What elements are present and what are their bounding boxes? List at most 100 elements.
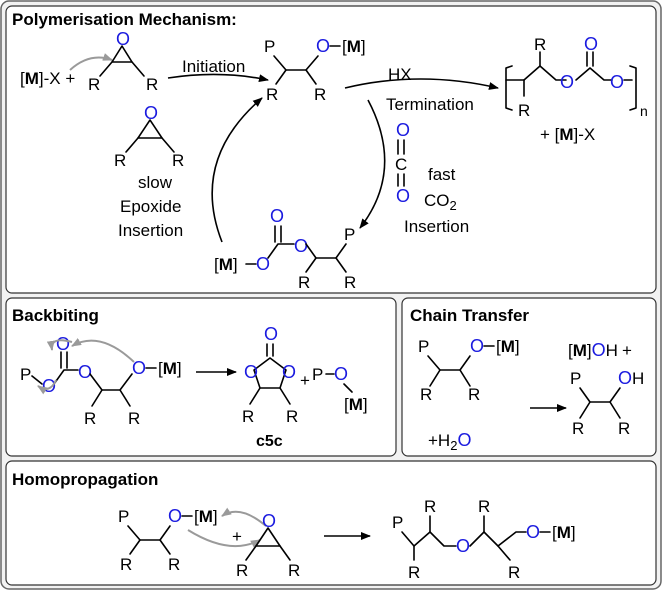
svg-text:R: R xyxy=(84,409,96,428)
homo-ring-arrow xyxy=(221,507,267,527)
svg-text:P: P xyxy=(344,225,355,244)
initiation-arrow xyxy=(167,73,269,83)
svg-text:R: R xyxy=(534,35,546,54)
svg-text:[M]-X +: [M]-X + xyxy=(20,69,75,88)
title-chain-transfer: Chain Transfer xyxy=(410,306,529,325)
label-termination: Termination xyxy=(386,95,474,114)
svg-text:P: P xyxy=(264,37,275,56)
title-mechanism: Polymerisation Mechanism: xyxy=(12,10,237,29)
svg-text:O: O xyxy=(584,34,598,54)
svg-text:O: O xyxy=(270,206,284,226)
svg-text:R: R xyxy=(236,561,248,580)
svg-text:O: O xyxy=(282,362,296,382)
leaving-arrow xyxy=(37,379,57,395)
svg-text:R: R xyxy=(314,85,326,104)
epoxide-3: O R R xyxy=(236,511,300,580)
svg-text:[M]: [M] xyxy=(214,255,238,274)
label-initiation: Initiation xyxy=(182,57,245,76)
svg-text:O: O xyxy=(264,324,278,344)
termination-arrow xyxy=(344,78,499,90)
svg-text:O: O xyxy=(316,36,330,56)
svg-text:O: O xyxy=(144,103,158,123)
svg-text:H: H xyxy=(632,369,644,388)
backbite-attack-arrow xyxy=(71,338,135,363)
svg-text:R: R xyxy=(88,75,100,94)
label-hx: HX xyxy=(388,65,412,84)
svg-text:O: O xyxy=(396,120,410,140)
homo-reactant: P R R O [M] xyxy=(118,506,218,574)
svg-text:O: O xyxy=(456,536,470,556)
polycarbonate: R R O O O n xyxy=(505,34,648,120)
svg-text:O: O xyxy=(78,362,92,382)
epoxide-insertion-arrow xyxy=(211,97,263,243)
panel-chain-transfer xyxy=(401,297,657,457)
epoxide-1: O R R xyxy=(88,29,158,94)
label-slow: slow xyxy=(138,173,173,192)
svg-text:R: R xyxy=(572,419,584,438)
alkoxide-intermediate: P R R O [M] xyxy=(264,36,366,104)
svg-text:R: R xyxy=(286,407,298,426)
svg-text:R: R xyxy=(168,555,180,574)
svg-text:O: O xyxy=(470,336,484,356)
svg-text:O: O xyxy=(256,254,270,274)
svg-text:R: R xyxy=(288,561,300,580)
label-epoxide: Epoxide xyxy=(120,197,181,216)
svg-text:O: O xyxy=(56,334,70,354)
initiator: [M]-X + xyxy=(20,69,75,88)
epoxide-2: O R R xyxy=(114,103,184,170)
polyether-product: P R R O R R O [M] xyxy=(392,497,576,582)
svg-text:R: R xyxy=(618,419,630,438)
label-co2: CO2 xyxy=(424,191,457,213)
metal-hydroxide: [M]OH+ xyxy=(568,340,632,360)
svg-text:R: R xyxy=(344,273,356,292)
svg-text:R: R xyxy=(508,563,520,582)
metal-alkoxide-product: P O [M] xyxy=(312,364,368,414)
svg-text:[M]: [M] xyxy=(496,337,520,356)
svg-text:R: R xyxy=(424,497,436,516)
svg-text:n: n xyxy=(640,103,648,119)
carbonyl-arrow xyxy=(46,339,73,351)
svg-text:[M]: [M] xyxy=(552,523,576,542)
title-homopropagation: Homopropagation xyxy=(12,470,158,489)
svg-text:C: C xyxy=(395,155,407,174)
svg-text:R: R xyxy=(128,409,140,428)
svg-text:P: P xyxy=(312,365,323,384)
svg-text:[M]: [M] xyxy=(342,37,366,56)
cyclic-carbonate: O O O R R xyxy=(242,324,298,426)
byproduct: + [M]-X xyxy=(540,125,595,144)
svg-text:R: R xyxy=(298,273,310,292)
svg-text:R: R xyxy=(518,101,530,120)
panel-mechanism xyxy=(5,5,657,294)
svg-text:[M]: [M] xyxy=(158,359,182,378)
svg-text:O: O xyxy=(262,511,276,531)
svg-text:O: O xyxy=(334,364,348,384)
svg-text:P: P xyxy=(570,369,581,388)
co2-insertion-arrow xyxy=(359,99,386,229)
title-backbiting: Backbiting xyxy=(12,306,99,325)
svg-text:P: P xyxy=(392,513,403,532)
carbonate-intermediate: [M] O O O R R P xyxy=(214,206,356,292)
svg-text:R: R xyxy=(242,407,254,426)
svg-text:R: R xyxy=(114,151,126,170)
alcohol-product: P R R O H xyxy=(570,368,644,438)
svg-text:O: O xyxy=(396,186,410,206)
svg-text:O: O xyxy=(42,376,56,396)
svg-text:P: P xyxy=(418,337,429,356)
svg-text:R: R xyxy=(408,563,420,582)
svg-text:O: O xyxy=(132,358,146,378)
svg-text:[M]: [M] xyxy=(344,395,368,414)
co2-molecule: O C O xyxy=(395,120,410,206)
svg-text:O: O xyxy=(618,368,632,388)
svg-text:R: R xyxy=(478,497,490,516)
svg-text:R: R xyxy=(172,151,184,170)
chain-transfer-reactant: P R R O [M] xyxy=(418,336,520,404)
svg-text:[M]: [M] xyxy=(194,507,218,526)
svg-text:O: O xyxy=(294,236,308,256)
svg-text:O: O xyxy=(610,72,624,92)
svg-text:P: P xyxy=(20,365,31,384)
svg-text:R: R xyxy=(266,85,278,104)
panel-backbiting xyxy=(5,297,397,457)
svg-text:O: O xyxy=(526,522,540,542)
